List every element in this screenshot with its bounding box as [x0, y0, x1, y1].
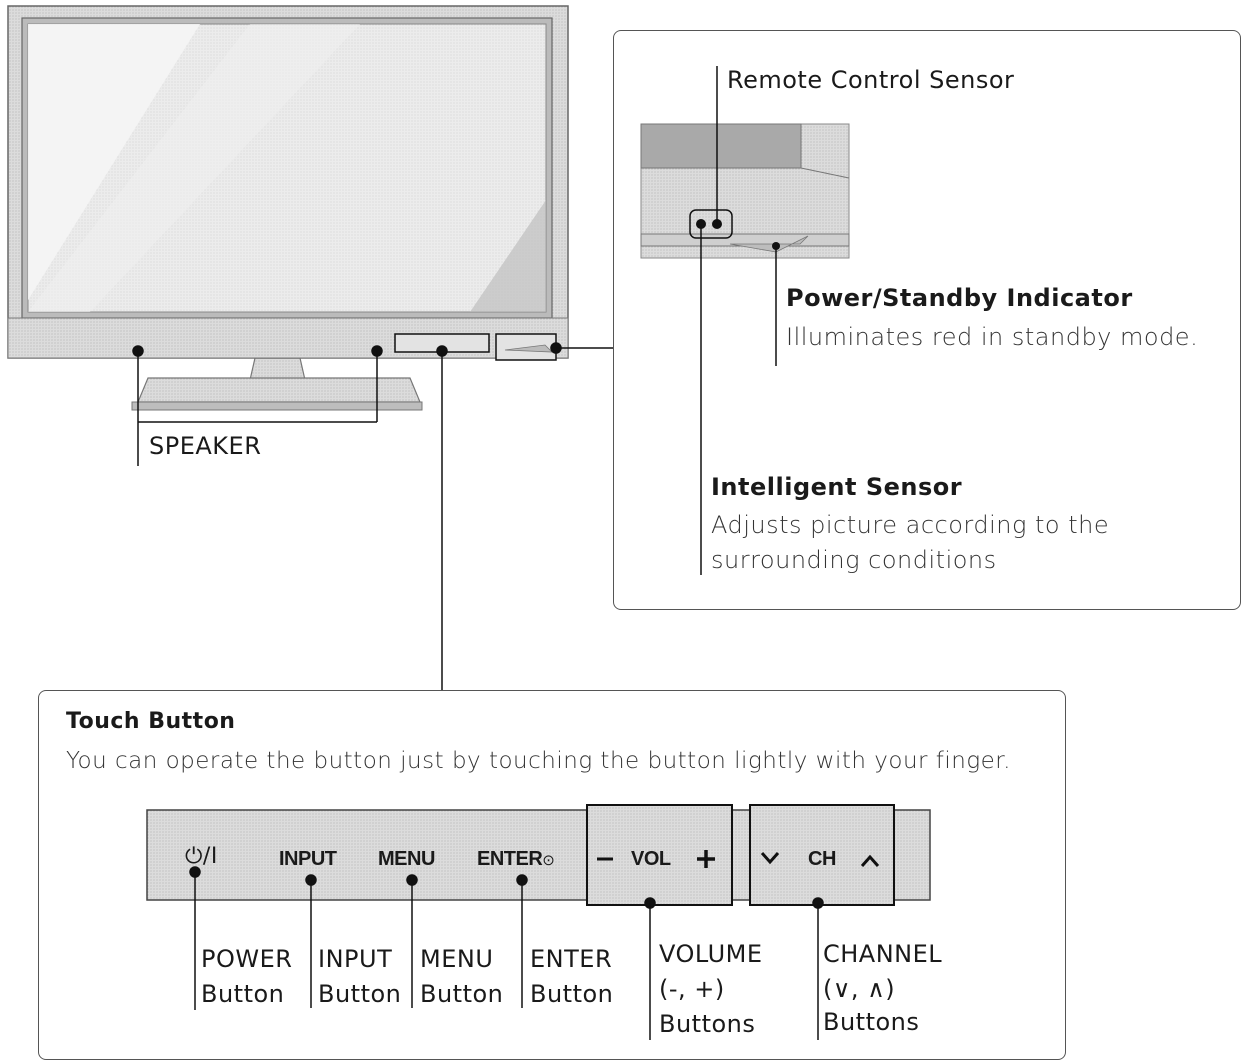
menu-touch-button[interactable]: MENU	[378, 848, 435, 870]
enter-touch-button[interactable]: ENTER⊙	[477, 848, 555, 871]
intelligent-sensor-desc-line2: surrounding conditions	[711, 546, 997, 574]
input-button-label-l2: Button	[318, 980, 402, 1008]
enter-button-label-l1: ENTER	[530, 945, 613, 973]
power-icon: ⏻/I	[185, 844, 218, 869]
enter-button-label-l2: Button	[530, 980, 614, 1008]
menu-button-label-l1: MENU	[420, 945, 494, 973]
enter-label: ENTER	[477, 848, 543, 870]
touch-button-description: You can operate the button just by touch…	[66, 748, 1011, 774]
sensor-leader-line	[550, 342, 613, 354]
volume-button-label-l1: VOLUME	[659, 940, 763, 968]
touch-strip-graphic	[146, 804, 931, 906]
menu-button-label-l2: Button	[420, 980, 504, 1008]
power-touch-button[interactable]: ⏻/I	[185, 844, 218, 869]
sensor-detail-leader-lines	[700, 66, 777, 575]
sensor-closeup	[640, 123, 850, 259]
touch-button-leader-line	[436, 345, 448, 690]
tv-stand	[131, 357, 423, 411]
power-button-label-l2: Button	[201, 980, 285, 1008]
ch-touch-button[interactable]: CH	[808, 848, 836, 870]
power-button-label-l1: POWER	[201, 945, 293, 973]
power-indicator-desc: Illuminates red in standby mode.	[786, 323, 1199, 351]
remote-sensor-label: Remote Control Sensor	[727, 66, 1015, 94]
touch-button-title: Touch Button	[66, 709, 236, 734]
volume-button-label-l2: (-, +)	[659, 975, 725, 1003]
vol-touch-button[interactable]: VOL	[631, 848, 671, 870]
volume-button-label-l3: Buttons	[659, 1010, 756, 1038]
channel-button-label-l1: CHANNEL	[823, 940, 943, 968]
speaker-leader-lines	[132, 345, 383, 466]
input-button-label-l1: INPUT	[318, 945, 393, 973]
speaker-label: SPEAKER	[149, 432, 262, 460]
channel-button-label-l2: (∨, ∧)	[823, 975, 896, 1003]
enter-symbol-icon: ⊙	[542, 852, 555, 869]
input-touch-button[interactable]: INPUT	[279, 848, 337, 870]
intelligent-sensor-title: Intelligent Sensor	[711, 473, 963, 501]
channel-button-label-l3: Buttons	[823, 1008, 920, 1036]
intelligent-sensor-desc-line1: Adjusts picture according to the	[711, 511, 1110, 539]
touch-strip-leader-lines	[189, 866, 824, 1040]
power-indicator-title: Power/Standby Indicator	[786, 284, 1133, 312]
tv-body	[7, 5, 569, 361]
